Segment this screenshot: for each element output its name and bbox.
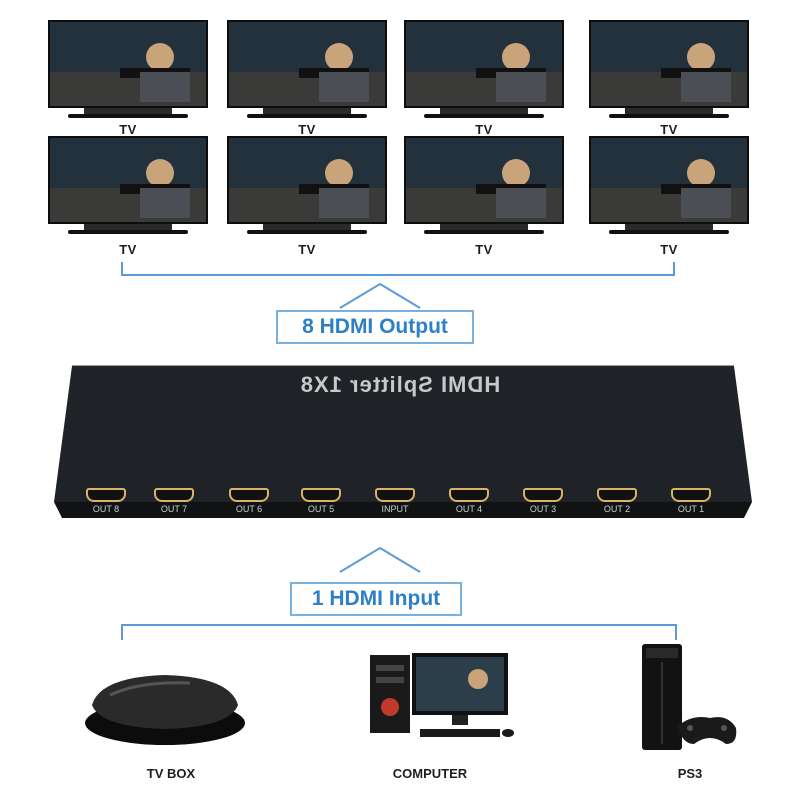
- tv-label: TV: [475, 122, 493, 137]
- hdmi-port-out2: [594, 488, 640, 506]
- device-label-computer: COMPUTER: [392, 766, 468, 781]
- tv-label: TV: [660, 122, 678, 137]
- port-label: OUT 3: [529, 504, 557, 514]
- tv-label: TV: [298, 242, 316, 257]
- hdmi-port-out4: [446, 488, 492, 506]
- hdmi-port-out3: [520, 488, 566, 506]
- port-label: OUT 8: [92, 504, 120, 514]
- output-bracket: [121, 262, 675, 276]
- computer-icon: [370, 653, 514, 737]
- input-callout: 1 HDMI Input: [290, 582, 462, 616]
- tv-8: [589, 136, 749, 242]
- output-arrow-icon: [339, 282, 421, 309]
- input-arrow-icon: [339, 546, 421, 573]
- port-label: OUT 6: [235, 504, 263, 514]
- splitter-device: [54, 365, 752, 518]
- hdmi-port-out7: [151, 488, 197, 506]
- port-label: OUT 5: [307, 504, 335, 514]
- hdmi-port-out1: [668, 488, 714, 506]
- tv-3: [404, 20, 564, 126]
- hdmi-port-out6: [226, 488, 272, 506]
- tv-7: [404, 136, 564, 242]
- tv-1: [48, 20, 208, 126]
- port-label: OUT 4: [455, 504, 483, 514]
- output-callout: 8 HDMI Output: [276, 310, 474, 344]
- ps3-icon: [642, 644, 737, 750]
- splitter-brand: HDMI Splitter 1X8: [299, 372, 501, 397]
- device-label-ps3: PS3: [677, 766, 703, 781]
- tv-4: [589, 20, 749, 126]
- port-label: OUT 7: [160, 504, 188, 514]
- input-bracket: [121, 624, 677, 640]
- tv-box-icon: [85, 675, 245, 745]
- tv-label: TV: [298, 122, 316, 137]
- tv-label: TV: [119, 122, 137, 137]
- tv-label: TV: [475, 242, 493, 257]
- tv-6: [227, 136, 387, 242]
- hdmi-port-out5: [298, 488, 344, 506]
- tv-5: [48, 136, 208, 242]
- hdmi-port-input: [372, 488, 418, 506]
- port-label: OUT 1: [677, 504, 705, 514]
- hdmi-port-out8: [83, 488, 129, 506]
- tv-2: [227, 20, 387, 126]
- port-label: INPUT: [381, 504, 409, 514]
- device-label-tv-box: TV BOX: [146, 766, 196, 781]
- tv-label: TV: [119, 242, 137, 257]
- tv-label: TV: [660, 242, 678, 257]
- port-label: OUT 2: [603, 504, 631, 514]
